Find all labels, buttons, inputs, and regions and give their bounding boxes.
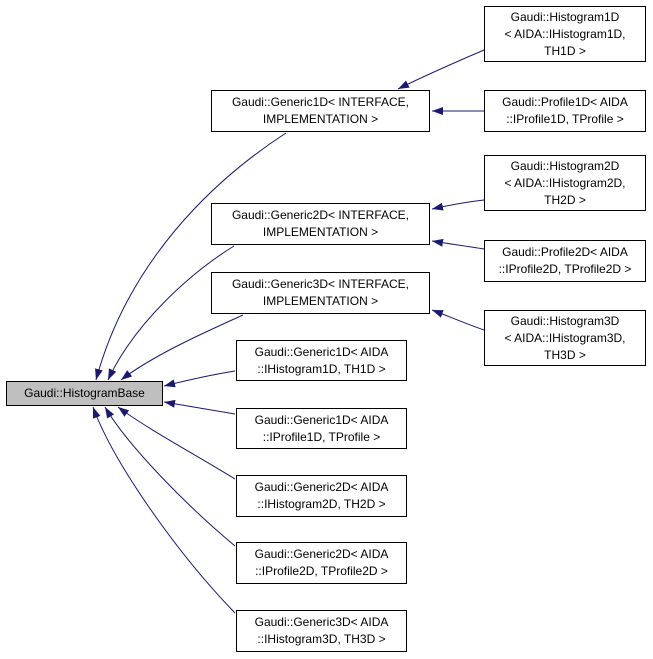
inheritance-edge-gaudi-generic3d-interface-to-gaudi-histogrambase: [120, 314, 244, 381]
class-node-label: < AIDA::IHistogram3D,: [504, 330, 626, 345]
inheritance-edge-gaudi-generic2d-interface-to-gaudi-histogrambase: [107, 245, 235, 381]
class-node-label: Gaudi::Histogram1D: [510, 9, 620, 24]
class-node-gaudi-generic2d-interface[interactable]: Gaudi::Generic2D< INTERFACE,IMPLEMENTATI…: [211, 203, 430, 245]
class-node-label: Gaudi::Generic3D< INTERFACE,: [231, 277, 410, 291]
inheritance-edge-gaudi-generic2d-ihistogram2d-th2d-to-gaudi-histogrambase: [117, 406, 236, 480]
class-node-label: Gaudi::Generic3D< AIDA: [254, 615, 389, 629]
class-node-label: < AIDA::IHistogram1D,: [504, 26, 626, 41]
inheritance-edge-gaudi-generic2d-iprofile2d-tprofile2d-to-gaudi-histogrambase: [104, 406, 236, 547]
class-node-label: IMPLEMENTATION >: [262, 294, 379, 308]
class-node-gaudi-histogram2d[interactable]: Gaudi::Histogram2D< AIDA::IHistogram2D,T…: [484, 155, 646, 211]
class-node-label: Gaudi::Generic1D< INTERFACE,: [231, 95, 410, 109]
class-node-label: ::IProfile2D, TProfile2D >: [498, 262, 632, 276]
class-node-gaudi-generic1d-ihistogram1d-th1d[interactable]: Gaudi::Generic1D< AIDA::IHistogram1D, TH…: [236, 340, 407, 381]
class-node-label: Gaudi::Histogram3D: [510, 313, 620, 328]
class-node-label: TH1D >: [544, 43, 586, 58]
inheritance-edge-gaudi-generic1d-ihistogram1d-th1d-to-gaudi-histogrambase: [163, 370, 236, 388]
class-node-gaudi-generic3d-interface[interactable]: Gaudi::Generic3D< INTERFACE,IMPLEMENTATI…: [211, 272, 430, 314]
inheritance-edge-gaudi-profile2d-to-gaudi-generic2d-interface: [431, 238, 485, 250]
class-node-gaudi-profile2d[interactable]: Gaudi::Profile2D< AIDA::IProfile2D, TPro…: [484, 240, 646, 282]
inheritance-edge-gaudi-histogram3d-to-gaudi-generic3d-interface: [431, 309, 485, 331]
class-node-label: TH3D >: [544, 347, 586, 362]
inheritance-edge-gaudi-histogram1d-to-gaudi-generic1d-interface: [397, 49, 485, 90]
class-node-gaudi-generic2d-iprofile2d-tprofile2d[interactable]: Gaudi::Generic2D< AIDA::IProfile2D, TPro…: [236, 542, 407, 584]
class-node-gaudi-histogrambase: Gaudi::HistogramBase: [6, 381, 163, 406]
class-node-gaudi-generic3d-ihistogram3d-th3d[interactable]: Gaudi::Generic3D< AIDA::IHistogram3D, TH…: [236, 610, 407, 652]
inheritance-edge-gaudi-histogram2d-to-gaudi-generic2d-interface: [431, 199, 485, 211]
class-node-label: Gaudi::Generic2D< AIDA: [254, 547, 389, 561]
class-node-label: Gaudi::Generic1D< AIDA: [254, 344, 389, 359]
inheritance-edge-gaudi-generic1d-interface-to-gaudi-histogrambase: [95, 132, 287, 381]
class-node-label: Gaudi::Profile1D< AIDA: [502, 95, 628, 109]
class-node-gaudi-histogram1d[interactable]: Gaudi::Histogram1D< AIDA::IHistogram1D,T…: [484, 6, 646, 62]
class-node-label: IMPLEMENTATION >: [262, 225, 379, 239]
class-node-label: ::IHistogram2D, TH2D >: [257, 497, 386, 511]
inheritance-edge-gaudi-generic3d-ihistogram3d-th3d-to-gaudi-histogrambase: [92, 406, 236, 614]
class-node-label: ::IProfile2D, TProfile2D >: [255, 564, 388, 578]
class-node-label: ::IHistogram3D, TH3D >: [257, 632, 386, 646]
class-node-label: TH2D >: [544, 192, 586, 207]
class-node-label: IMPLEMENTATION >: [262, 112, 379, 126]
class-node-label: Gaudi::Generic1D< AIDA: [254, 412, 389, 427]
class-node-label: Gaudi::HistogramBase: [24, 386, 145, 400]
class-node-label: ::IHistogram1D, TH1D >: [257, 361, 386, 376]
class-node-gaudi-generic1d-interface[interactable]: Gaudi::Generic1D< INTERFACE,IMPLEMENTATI…: [211, 90, 430, 132]
class-node-label: ::IProfile1D, TProfile >: [262, 429, 381, 444]
class-node-label: < AIDA::IHistogram2D,: [504, 175, 626, 190]
class-node-label: Gaudi::Generic2D< INTERFACE,: [231, 208, 410, 222]
class-node-label: ::IProfile1D, TProfile >: [506, 112, 624, 126]
class-node-label: Gaudi::Generic2D< AIDA: [254, 480, 389, 494]
class-node-gaudi-generic2d-ihistogram2d-th2d[interactable]: Gaudi::Generic2D< AIDA::IHistogram2D, TH…: [236, 475, 407, 517]
class-node-label: Gaudi::Profile2D< AIDA: [502, 245, 628, 259]
class-node-gaudi-profile1d[interactable]: Gaudi::Profile1D< AIDA::IProfile1D, TPro…: [484, 90, 646, 132]
class-node-label: Gaudi::Histogram2D: [510, 158, 620, 173]
class-node-gaudi-histogram3d[interactable]: Gaudi::Histogram3D< AIDA::IHistogram3D,T…: [484, 310, 646, 366]
class-node-gaudi-generic1d-iprofile1d-tprofile[interactable]: Gaudi::Generic1D< AIDA::IProfile1D, TPro…: [236, 408, 407, 449]
inheritance-edge-gaudi-generic1d-iprofile1d-tprofile-to-gaudi-histogrambase: [163, 399, 236, 415]
